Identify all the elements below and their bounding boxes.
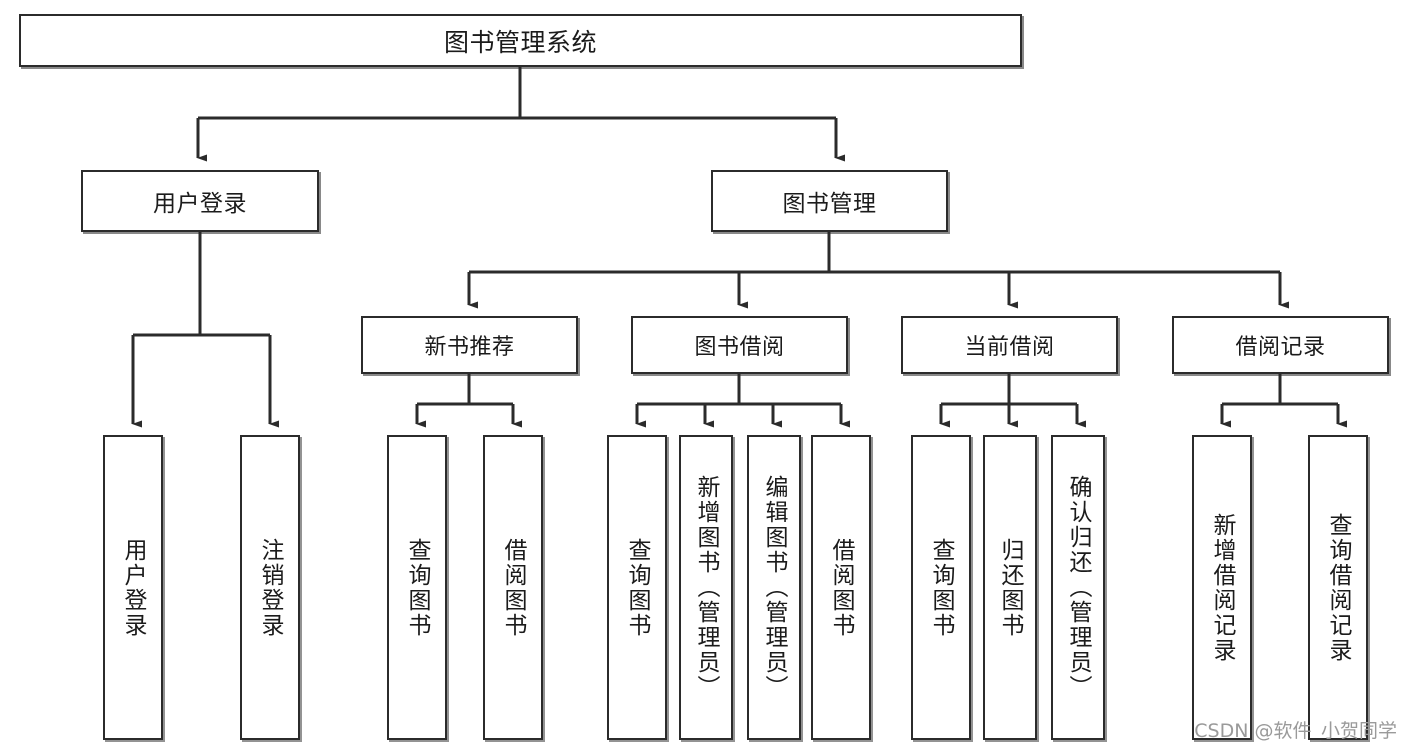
- leaf-confirm-return-admin[interactable]: 确认归还（管理员）: [1051, 435, 1105, 740]
- leaf-edit-book-admin[interactable]: 编辑图书（管理员）: [747, 435, 801, 740]
- leaf-label: 用户登录: [120, 537, 147, 638]
- node-label: 借阅记录: [1235, 335, 1326, 360]
- leaf-query-book-recommend[interactable]: 查询图书: [387, 435, 447, 740]
- leaf-query-borrow-record[interactable]: 查询借阅记录: [1308, 435, 1368, 740]
- node-borrow-record[interactable]: 借阅记录: [1172, 316, 1389, 374]
- leaf-label: 确认归还（管理员）: [1065, 475, 1092, 700]
- leaf-label: 借阅图书: [500, 537, 527, 638]
- leaf-add-book-admin[interactable]: 新增图书（管理员）: [679, 435, 733, 740]
- node-book-management[interactable]: 图书管理: [711, 170, 948, 232]
- leaf-logout-login[interactable]: 注销登录: [240, 435, 300, 740]
- leaf-label: 借阅图书: [828, 537, 855, 638]
- leaf-label: 查询图书: [404, 537, 431, 638]
- leaf-label: 查询借阅记录: [1325, 512, 1352, 663]
- node-user-login[interactable]: 用户登录: [81, 170, 319, 232]
- node-label: 新书推荐: [424, 335, 515, 360]
- leaf-query-book-current[interactable]: 查询图书: [911, 435, 971, 740]
- node-label: 图书管理: [782, 191, 877, 217]
- leaf-label: 查询图书: [624, 537, 651, 638]
- leaf-borrow-book-recommend[interactable]: 借阅图书: [483, 435, 543, 740]
- node-label: 当前借阅: [964, 335, 1055, 360]
- node-new-book-recommend[interactable]: 新书推荐: [361, 316, 578, 374]
- leaf-label: 查询图书: [928, 537, 955, 638]
- leaf-query-book-borrow[interactable]: 查询图书: [607, 435, 667, 740]
- leaf-borrow-book[interactable]: 借阅图书: [811, 435, 871, 740]
- node-current-borrow[interactable]: 当前借阅: [901, 316, 1118, 374]
- leaf-return-book[interactable]: 归还图书: [983, 435, 1037, 740]
- leaf-label: 注销登录: [257, 537, 284, 638]
- leaf-label: 归还图书: [997, 537, 1024, 638]
- leaf-label: 编辑图书（管理员）: [761, 475, 788, 700]
- node-label: 图书管理系统: [443, 27, 597, 57]
- node-book-borrow[interactable]: 图书借阅: [631, 316, 848, 374]
- leaf-add-borrow-record[interactable]: 新增借阅记录: [1192, 435, 1252, 740]
- leaf-label: 新增图书（管理员）: [693, 475, 720, 700]
- node-root-book-management-system[interactable]: 图书管理系统: [19, 14, 1022, 67]
- node-label: 图书借阅: [694, 335, 785, 360]
- leaf-user-login[interactable]: 用户登录: [103, 435, 163, 740]
- node-label: 用户登录: [153, 191, 247, 217]
- leaf-label: 新增借阅记录: [1209, 512, 1236, 663]
